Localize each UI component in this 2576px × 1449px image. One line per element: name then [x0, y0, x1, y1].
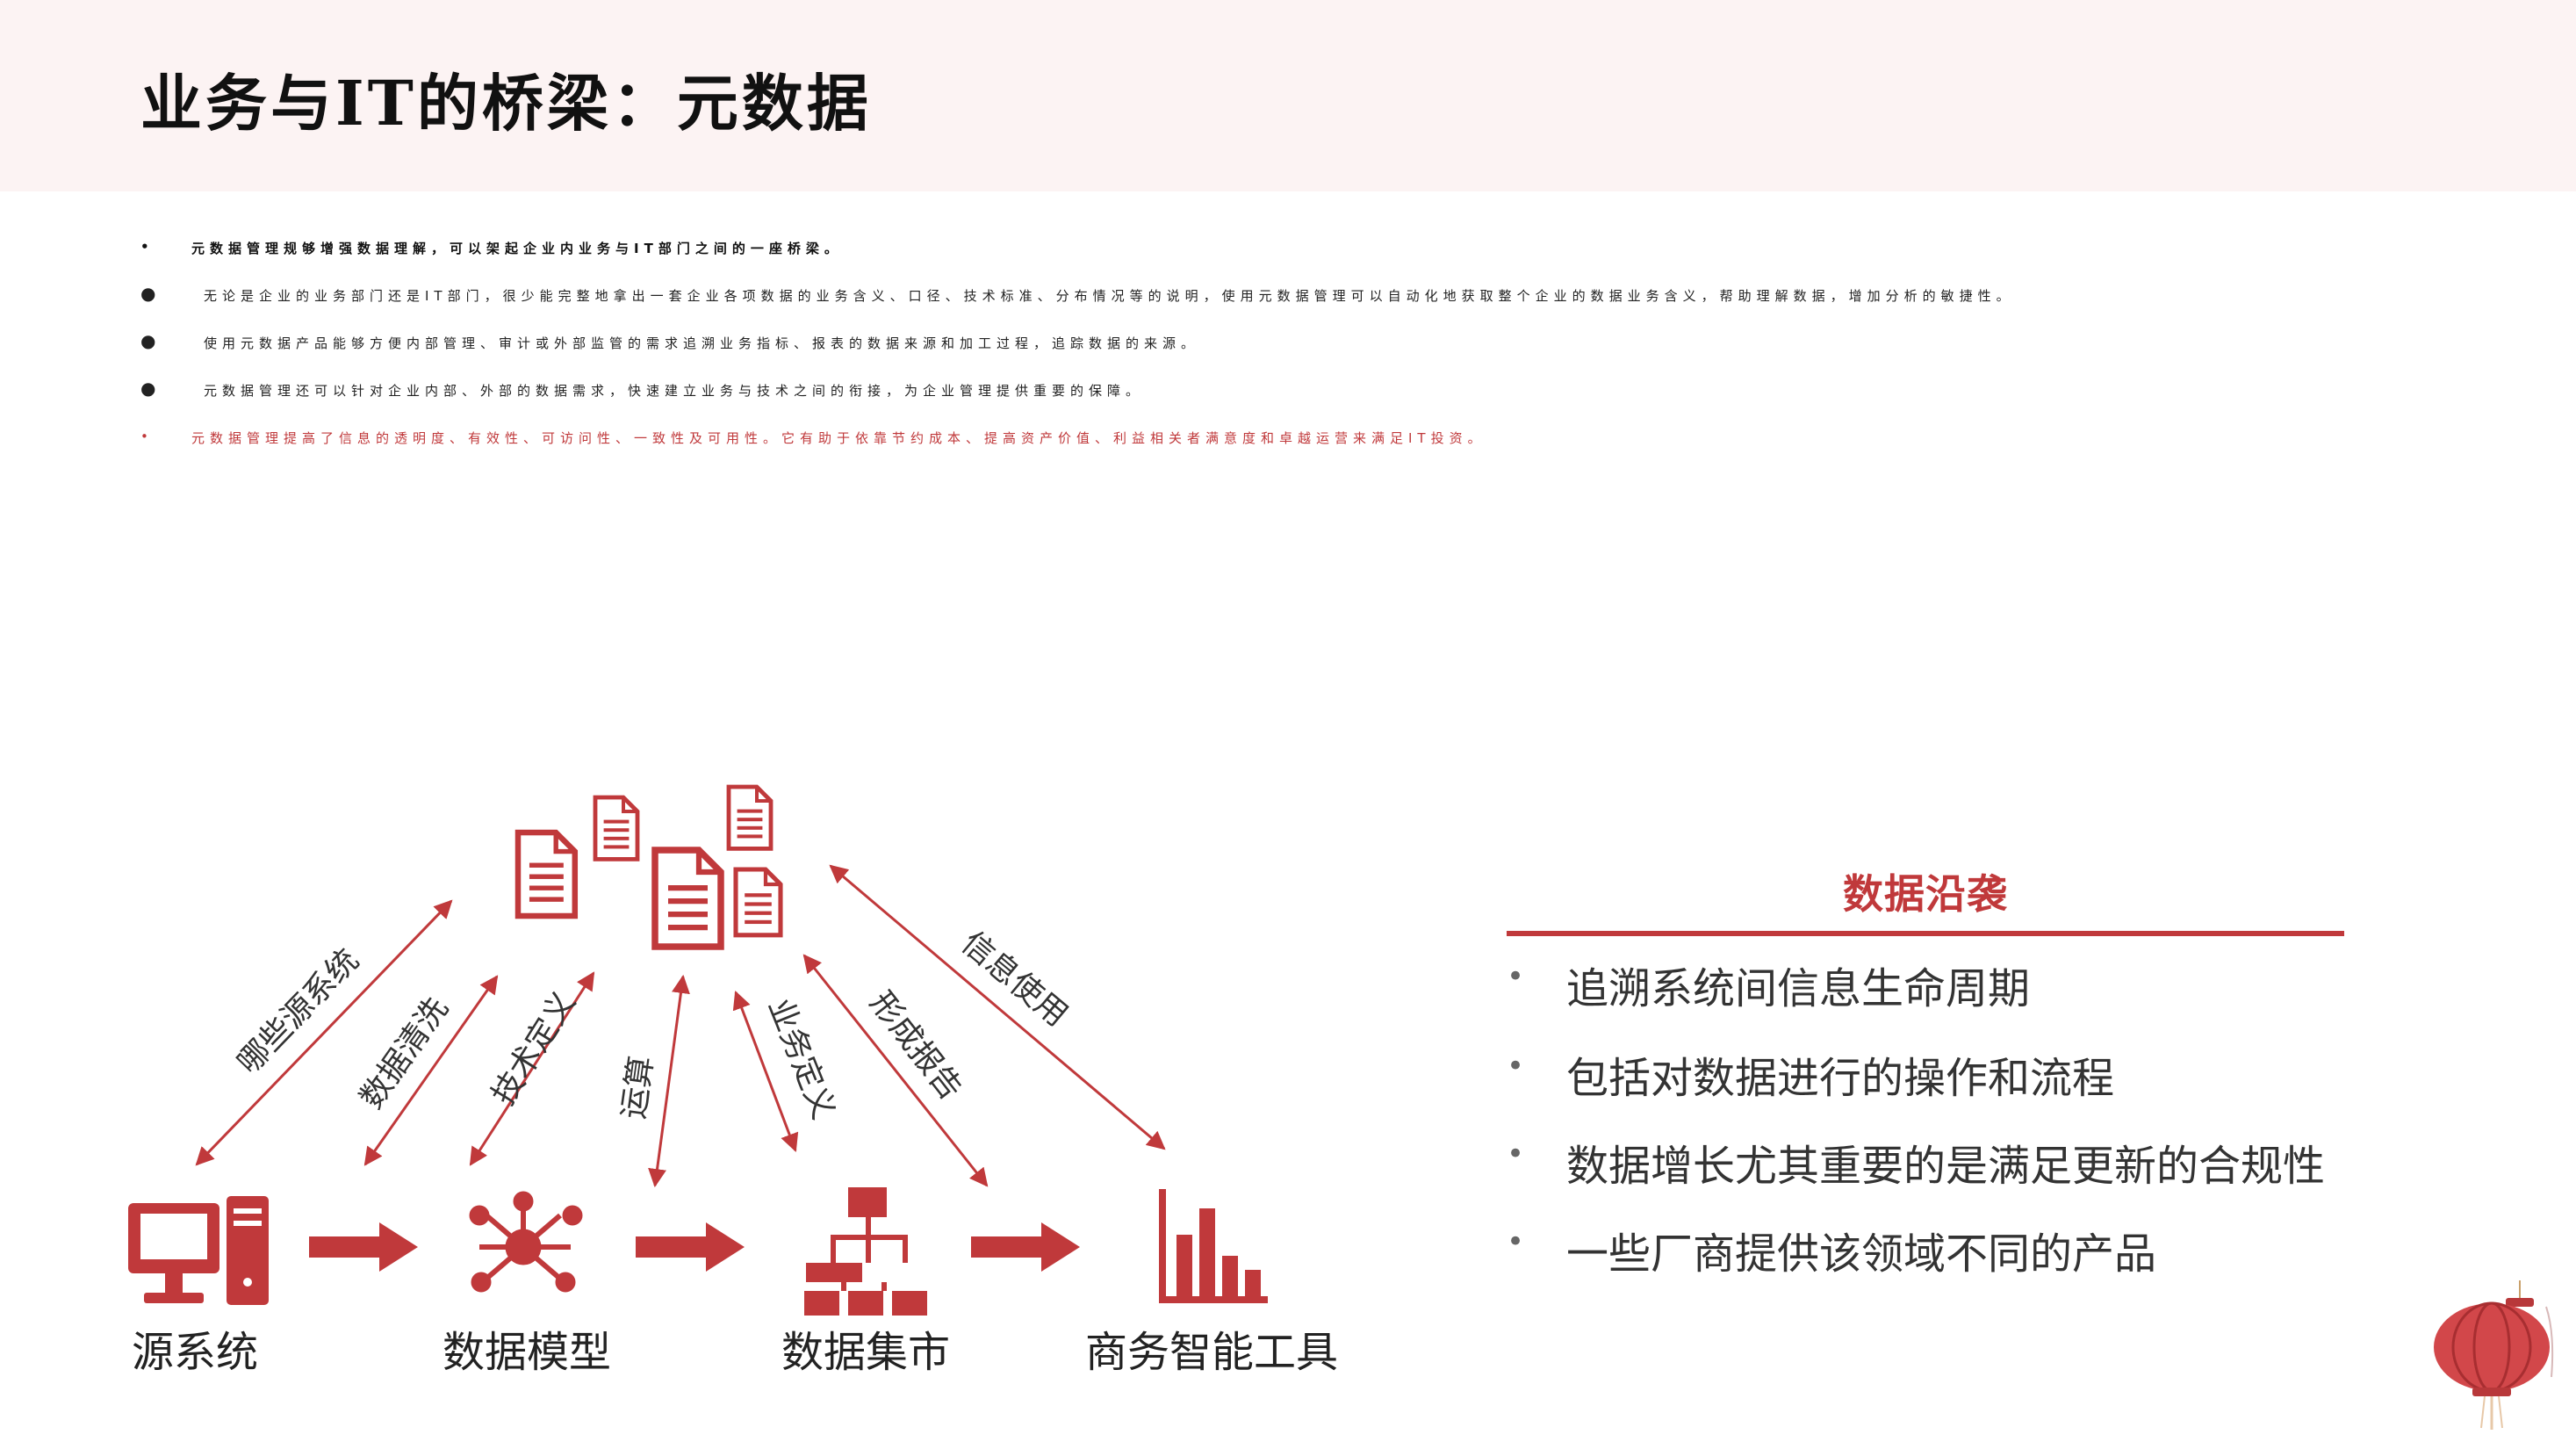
lineage-panel-item-text: 数据增长尤其重要的是满足更新的合规性 [1566, 1142, 2326, 1191]
arrow-label-data-cleansing: 数据清洗 [353, 991, 455, 1114]
document-icon [736, 869, 781, 935]
bullet-marker: • [1507, 1136, 1525, 1171]
document-icon [655, 850, 721, 947]
flow-arrow-2 [636, 1222, 745, 1272]
arrow-label-computation: 运算 [615, 1054, 659, 1121]
stage-label-source-system: 源系统 [132, 1330, 258, 1376]
arrow-label-report-generation: 形成报告 [863, 984, 969, 1107]
bullet-marker: ● [140, 378, 162, 399]
lineage-panel-divider [1507, 931, 2344, 936]
bullet-marker: ● [140, 283, 162, 304]
arrow-label-technical-definition: 技术定义 [485, 984, 582, 1111]
document-icon [729, 787, 771, 848]
bullet-marker: • [1507, 1049, 1525, 1084]
flow-arrow-1 [309, 1222, 418, 1272]
lantern-icon [2434, 1280, 2554, 1430]
intro-bullet-text: 元数据管理还可以针对企业内部、外部的数据需求，快速建立业务与技术之间的衔接，为企… [204, 383, 1145, 399]
arrow-label-information-use: 信息使用 [955, 924, 1076, 1033]
document-icon [518, 833, 575, 916]
bullet-marker: • [1507, 1224, 1525, 1259]
lineage-arrows [195, 864, 1166, 1188]
arrow-label-group: 哪些源系统 数据清洗 技术定义 运算 业务定义 形成报告 信息使用 [230, 924, 1076, 1123]
intro-bullet-text: 无论是企业的业务部门还是IT部门，很少能完整地拿出一套企业各项数据的业务含义、口… [204, 288, 2015, 304]
computer-icon [128, 1196, 269, 1305]
flow-arrows [309, 1222, 1080, 1272]
arrow-line [469, 971, 595, 1166]
bullet-marker: ● [140, 330, 162, 351]
data-lineage-diagram: 哪些源系统 数据清洗 技术定义 运算 业务定义 形成报告 信息使用 [128, 755, 1338, 1376]
stage-labels: 源系统 数据模型 数据集市 商务智能工具 [132, 1330, 1338, 1376]
metadata-document-cluster [518, 787, 781, 947]
intro-bullet-text: 使用元数据产品能够方便内部管理、审计或外部监管的需求追溯业务指标、报表的数据来源… [204, 335, 1200, 351]
intro-bullet-text: 元数据管理提高了信息的透明度、有效性、可访问性、一致性及可用性。它有助于依靠节约… [191, 430, 1486, 446]
flow-arrow-3 [971, 1222, 1080, 1272]
arrow-line [648, 974, 690, 1188]
hierarchy-icon [804, 1187, 927, 1316]
arrow-line [195, 899, 453, 1166]
arrow-line [829, 864, 1166, 1150]
arrow-label-business-definition: 业务定义 [762, 993, 843, 1124]
stage-label-data-mart: 数据集市 [781, 1330, 950, 1376]
lineage-panel-item-text: 包括对数据进行的操作和流程 [1566, 1054, 2115, 1103]
bullet-marker: • [140, 429, 154, 444]
stage-label-bi-tools: 商务智能工具 [1085, 1330, 1338, 1376]
lineage-panel-item-text: 追溯系统间信息生命周期 [1566, 964, 2031, 1013]
arrow-line [732, 991, 799, 1152]
header-band [0, 0, 2576, 191]
network-model-icon [469, 1191, 583, 1293]
bullet-marker: • [1507, 959, 1525, 994]
stage-label-data-model: 数据模型 [443, 1330, 611, 1376]
bullet-marker: • [140, 239, 155, 255]
lineage-panel-item-text: 一些厂商提供该领域不同的产品 [1566, 1229, 2157, 1279]
lineage-panel-title: 数据沿袭 [1843, 870, 2008, 918]
document-icon [595, 797, 637, 859]
page-title: 业务与IT的桥梁：元数据 [140, 67, 872, 140]
bar-chart-icon [1159, 1189, 1268, 1303]
intro-bullet-text: 元数据管理规够增强数据理解，可以架起企业内业务与IT部门之间的一座桥梁。 [191, 241, 843, 256]
